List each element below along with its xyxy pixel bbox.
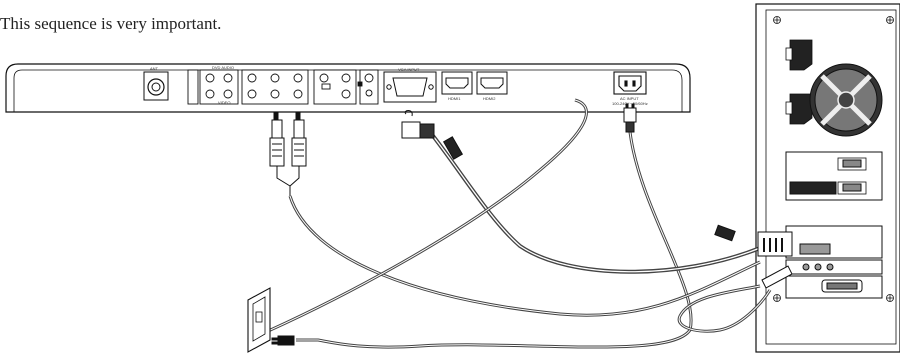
vga-ferrite-core	[442, 136, 464, 160]
vga-input-port	[383, 71, 437, 103]
pc-screws	[773, 16, 894, 302]
hdmi1-label: HDMI1	[448, 96, 461, 101]
caption: This sequence is very important.	[0, 14, 222, 33]
ac-input-socket	[613, 71, 647, 95]
vga-plug-pc	[714, 224, 793, 257]
hdmi2-label: HDMI2	[483, 96, 496, 101]
power-plug	[271, 335, 295, 346]
dvd-audio-label: DVD AUDIO	[212, 65, 234, 70]
audio-video-jack-bank	[187, 69, 309, 105]
vga-cable	[428, 130, 761, 274]
power-cable	[296, 131, 693, 349]
io-panel	[785, 151, 883, 201]
antenna-label: ANT	[150, 66, 159, 71]
antenna-port	[143, 71, 169, 101]
ac-plug	[623, 103, 637, 133]
ac-rating-label: 100-240V~ 50/60Hz	[612, 101, 648, 106]
audio-cable	[288, 195, 761, 317]
pc-loop-cable	[247, 98, 772, 342]
wall-outlet	[247, 287, 271, 353]
vga-plug-tv	[401, 110, 435, 139]
power-supply-sockets	[785, 39, 813, 125]
pc-audio-jacks	[313, 69, 379, 105]
audio-plug-pc	[761, 265, 793, 289]
vga-label: VGA INPUT	[398, 67, 420, 72]
ac-input-label: AC INPUT	[620, 96, 639, 101]
video-label: VIDEO	[218, 100, 230, 105]
rca-plugs	[269, 112, 307, 196]
hdmi-ports	[441, 71, 508, 95]
cooling-fan	[809, 63, 883, 137]
expansion-slots	[785, 225, 883, 299]
